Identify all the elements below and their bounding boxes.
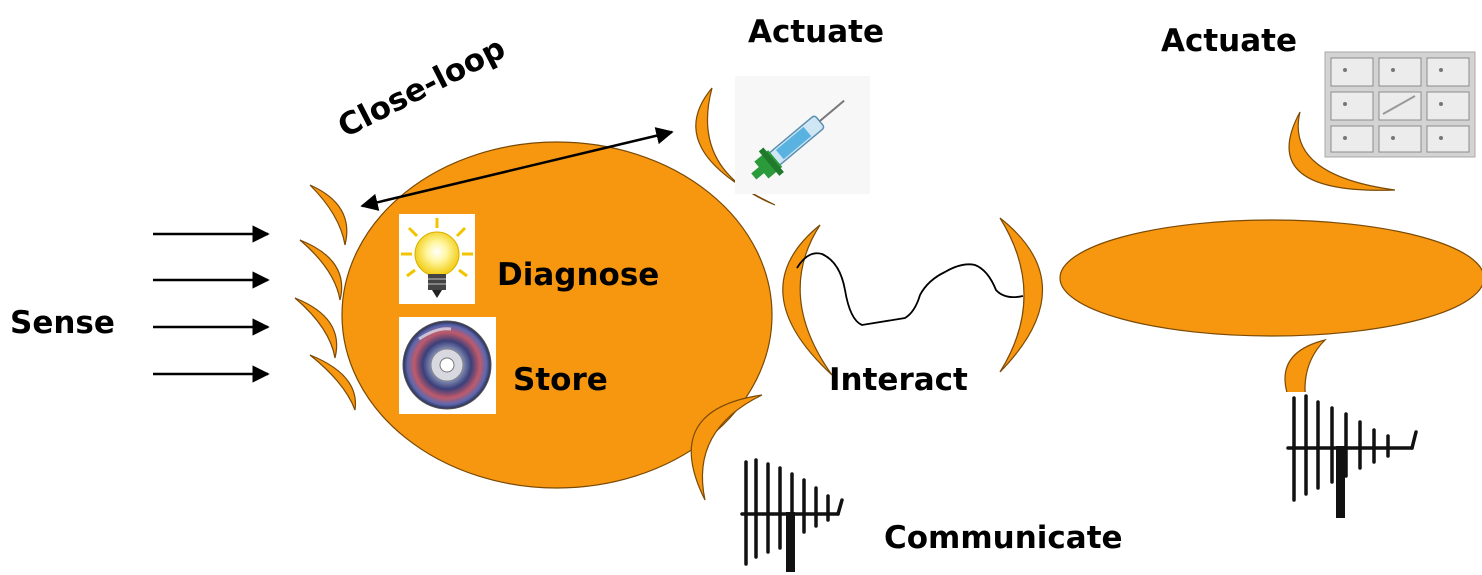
bulb-image — [399, 214, 475, 304]
communicate-label: Communicate — [884, 520, 1123, 556]
actuate-crescent-right — [1288, 111, 1396, 191]
interact-link — [796, 252, 1024, 326]
antenna-image-right — [1280, 392, 1420, 520]
interact-label: Interact — [829, 362, 968, 398]
store-label: Store — [513, 362, 608, 398]
antenna-image-left — [734, 452, 844, 572]
neighbor-cell — [1059, 219, 1482, 337]
syringe-image — [735, 76, 870, 194]
close-loop-arrow — [360, 127, 674, 211]
diagnose-label: Diagnose — [497, 257, 659, 293]
sense-receptors — [294, 184, 357, 411]
interact-crescent-left — [782, 224, 833, 376]
sense-label: Sense — [10, 305, 115, 341]
interact-crescent-right — [999, 217, 1043, 373]
communicate-crescent-left — [690, 394, 763, 501]
actuate-label-left: Actuate — [748, 14, 884, 50]
actuate-label-right: Actuate — [1161, 23, 1297, 59]
chip-image — [1324, 51, 1476, 158]
disc-image — [399, 317, 496, 414]
close-loop-label: Close-loop — [332, 30, 511, 145]
sense-arrows — [153, 225, 270, 383]
